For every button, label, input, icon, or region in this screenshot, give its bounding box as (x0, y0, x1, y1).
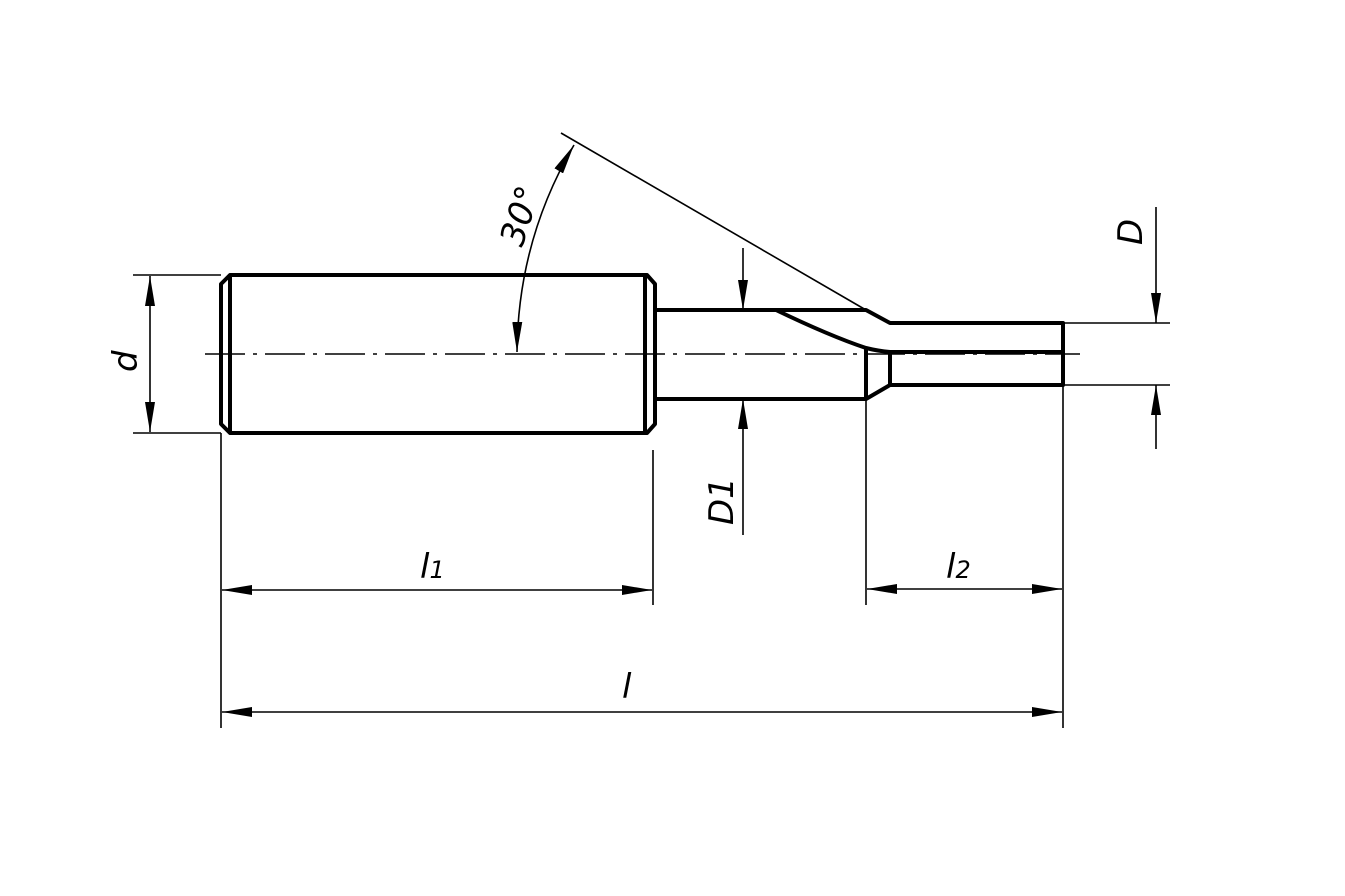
dimension-D1: D1 (702, 248, 748, 535)
angle-reference-line (560, 132, 867, 311)
dimension-l: l (222, 667, 1062, 717)
threaded-body (219, 273, 657, 435)
label-D: D (1111, 219, 1151, 245)
svg-text:l1: l1 (420, 547, 445, 587)
label-l: l (622, 667, 632, 707)
dimension-l2: l2 (867, 547, 1062, 594)
shank (655, 308, 1065, 401)
dimension-l1: l1 (222, 547, 652, 595)
label-l2-subscript: 2 (955, 556, 970, 584)
svg-text:l2: l2 (946, 547, 971, 587)
dimension-d: d (106, 274, 221, 434)
label-d: d (106, 350, 146, 372)
label-l2: l (946, 547, 956, 587)
label-l1-subscript: 1 (429, 556, 444, 584)
label-D1: D1 (702, 477, 742, 525)
dimension-D: D (1063, 207, 1170, 449)
angle-label: 30° (493, 181, 550, 251)
angle-dimension-arc (512, 144, 575, 353)
label-l1: l (420, 547, 430, 587)
